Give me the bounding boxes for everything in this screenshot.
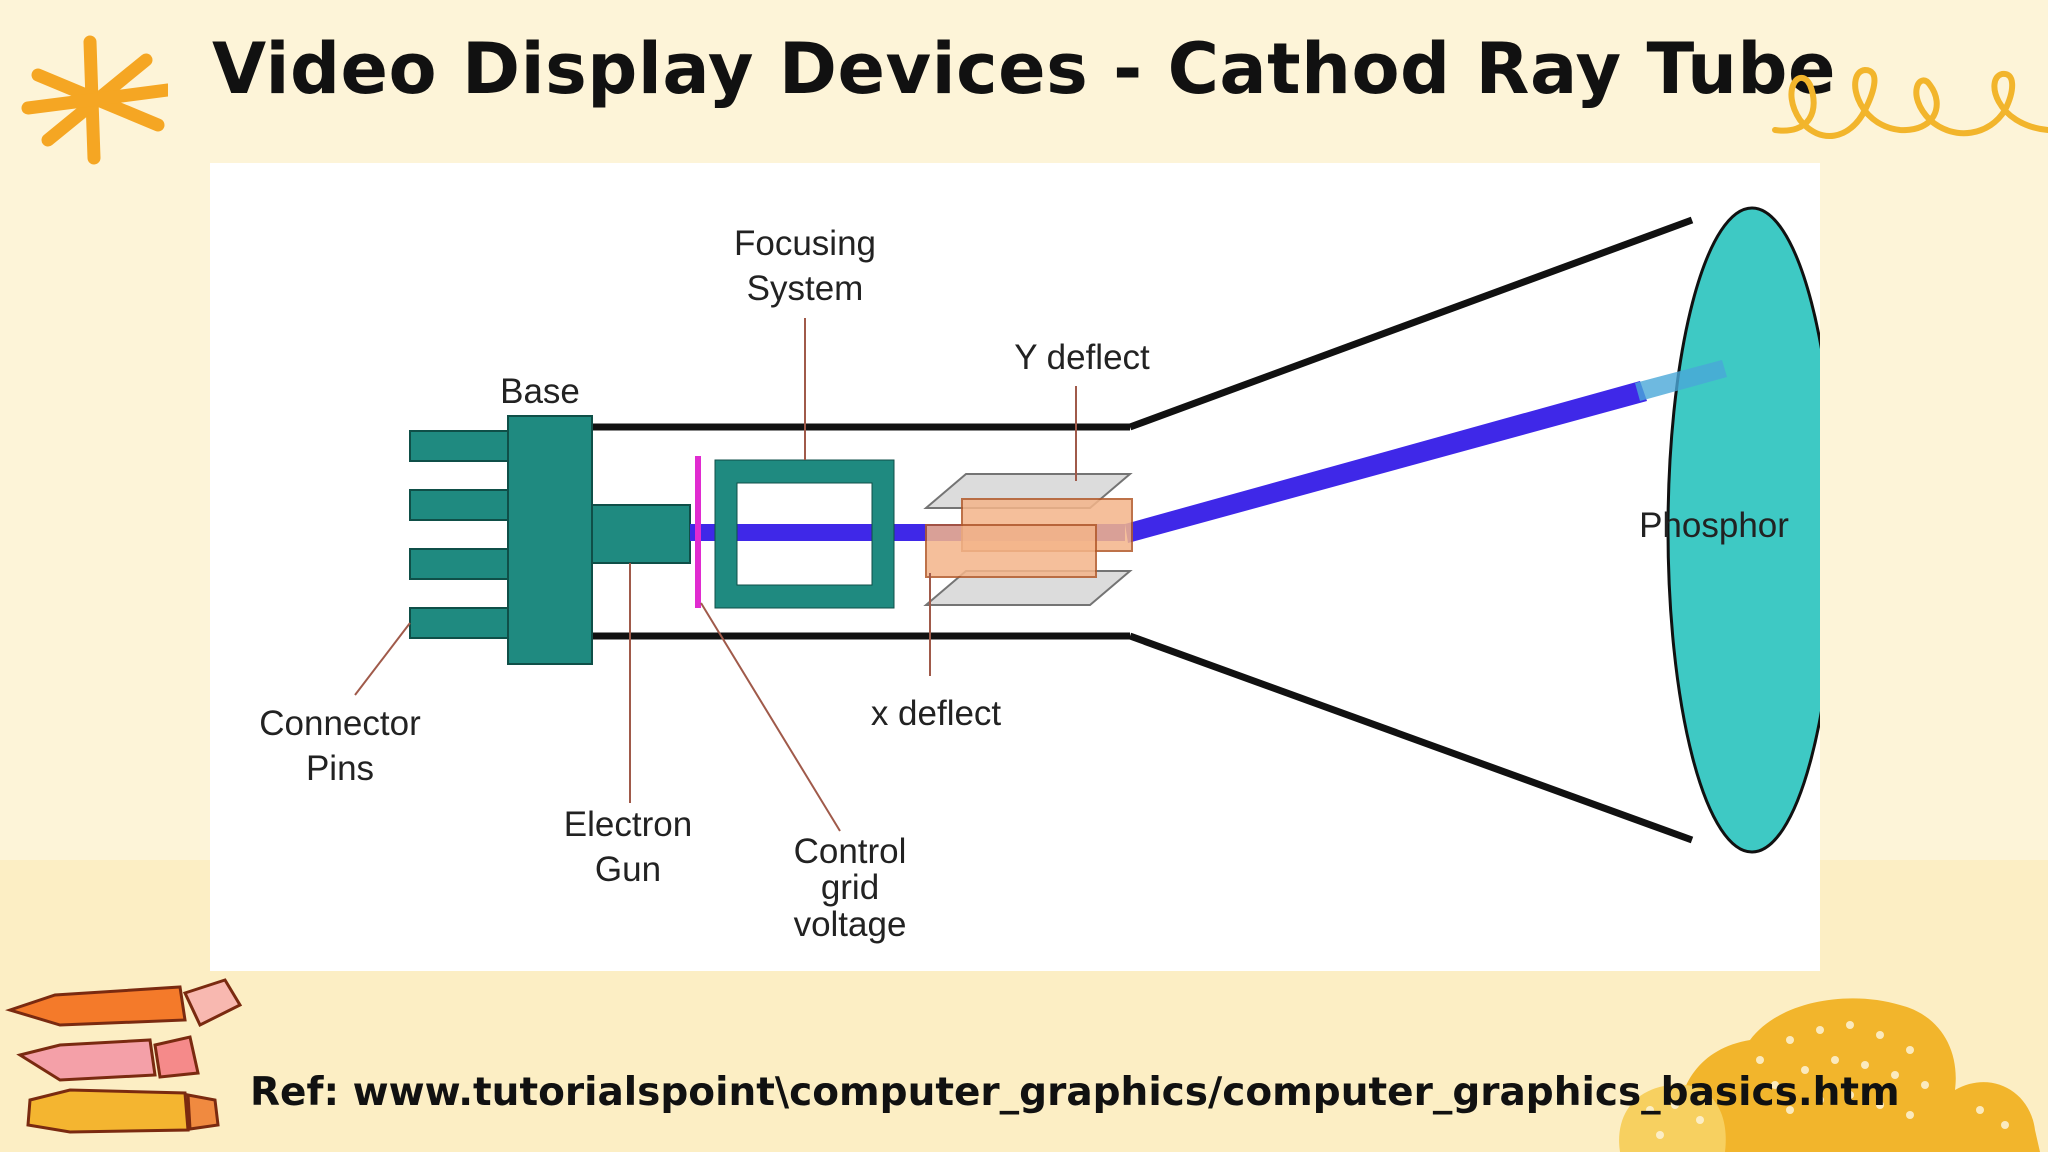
y-deflect-plate-bottom bbox=[923, 570, 1133, 606]
crt-diagram: Focusing System Y deflect Base Phosphor … bbox=[259, 206, 1820, 944]
label-electron-gun-line1: Electron bbox=[564, 805, 692, 844]
connector-pins bbox=[409, 430, 511, 639]
label-base: Base bbox=[500, 372, 580, 411]
label-leader-lines bbox=[354, 318, 1077, 832]
crt-diagram-panel: Focusing System Y deflect Base Phosphor … bbox=[210, 163, 1820, 971]
label-connector-pins-line2: Pins bbox=[306, 749, 374, 788]
label-electron-gun-line2: Gun bbox=[595, 850, 661, 889]
crt-base bbox=[507, 415, 593, 665]
electron-gun bbox=[591, 504, 691, 564]
control-grid bbox=[695, 456, 701, 608]
asterisk-star-icon bbox=[21, 35, 168, 165]
label-focusing-system-line2: System bbox=[747, 269, 864, 308]
label-focusing-system-line1: Focusing bbox=[734, 224, 876, 263]
focusing-system bbox=[714, 459, 895, 609]
swirl-doodle-icon bbox=[1772, 66, 2048, 139]
label-control-grid-line3: voltage bbox=[794, 905, 907, 944]
label-x-deflect: x deflect bbox=[871, 694, 1002, 733]
tube-outline bbox=[592, 216, 1694, 844]
slide-title: Video Display Devices - Cathod Ray Tube bbox=[212, 28, 1836, 110]
dotted-blob-decoration bbox=[1619, 998, 2040, 1152]
x-deflect-plate-front bbox=[925, 524, 1097, 578]
label-y-deflect: Y deflect bbox=[1014, 338, 1150, 377]
electron-beam bbox=[690, 360, 1727, 543]
highlighter-markers-icon bbox=[5, 978, 243, 1134]
reference-citation: Ref: www.tutorialspoint\computer_graphic… bbox=[250, 1070, 1900, 1115]
label-control-grid-line2: grid bbox=[821, 868, 879, 907]
label-connector-pins-line1: Connector bbox=[259, 704, 421, 743]
label-control-grid-line1: Control bbox=[794, 832, 907, 871]
label-phosphor: Phosphor bbox=[1639, 506, 1789, 545]
